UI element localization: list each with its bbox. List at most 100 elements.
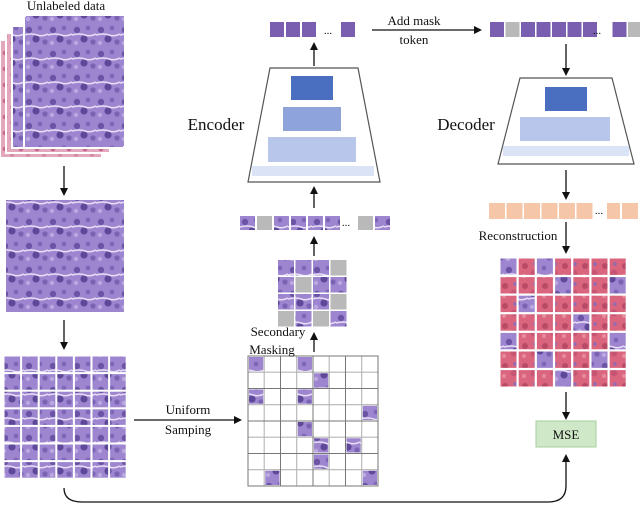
add-mask-label-1: Add mask xyxy=(387,13,441,28)
image-patch xyxy=(3,390,22,409)
sampled-grid-cell xyxy=(247,420,265,438)
image-patch xyxy=(91,408,110,426)
sampled-grid-cell xyxy=(345,355,363,373)
reconstructed-patch xyxy=(535,369,554,388)
image-patch xyxy=(38,425,57,444)
sampled-grid-cell xyxy=(328,388,346,406)
sampled-grid-cell xyxy=(328,420,346,438)
reconstructed-patch xyxy=(535,331,554,351)
masked-patch xyxy=(295,277,312,293)
visible-token xyxy=(291,216,306,230)
add-mask-label-2: token xyxy=(400,32,429,47)
mse-label: MSE xyxy=(553,427,580,442)
image-patch xyxy=(38,355,57,374)
output-token xyxy=(541,203,558,219)
sampled-grid-block xyxy=(345,453,379,487)
masked-patch xyxy=(313,311,329,327)
sampled-grid-cell xyxy=(280,355,298,373)
image-patch xyxy=(73,425,92,444)
sampled-grid-cell xyxy=(247,469,265,487)
visible-patch xyxy=(295,260,312,276)
reconstructed-patch xyxy=(499,350,518,369)
sampled-grid-cell xyxy=(328,371,346,389)
image-patch xyxy=(3,425,22,444)
sampled-patch xyxy=(297,357,312,372)
sampled-grid-cell xyxy=(345,453,363,471)
masked-patch xyxy=(330,294,347,310)
reconstructed-patch xyxy=(572,257,591,276)
secondary-masking-label-2: Masking xyxy=(249,342,295,357)
image-patch xyxy=(56,443,74,462)
sampled-grid-cell xyxy=(263,420,281,438)
sampled-grid-cell xyxy=(328,436,346,454)
output-token xyxy=(489,203,505,219)
reconstruction-grid xyxy=(499,257,627,388)
secondary-masking-label-1: Secondary xyxy=(251,324,306,339)
reconstructed-patch xyxy=(554,331,573,351)
sampled-grid-cell xyxy=(263,404,281,422)
secondary-masked-grid xyxy=(278,260,347,327)
reconstructed-patch xyxy=(608,369,627,388)
reconstructed-patch xyxy=(517,276,536,295)
reconstructed-patch xyxy=(517,257,536,276)
reconstructed-patch xyxy=(572,350,591,369)
encoded-row-ellipsis: ... xyxy=(324,25,333,37)
sampled-grid-cell xyxy=(312,420,330,438)
sampled-grid-cell xyxy=(263,453,281,471)
reconstructed-patch xyxy=(499,276,518,295)
image-patch xyxy=(109,443,127,462)
output-token xyxy=(524,203,540,219)
sampled-grid-cell xyxy=(361,371,379,389)
visible-patch xyxy=(278,277,294,293)
encoded-token xyxy=(490,22,504,37)
sampled-grid-cell xyxy=(345,404,363,422)
image-patch xyxy=(56,461,74,479)
encoded-token xyxy=(302,22,316,37)
image-patch xyxy=(109,425,127,444)
sampled-grid-cell xyxy=(345,420,363,438)
reconstructed-patch xyxy=(517,313,536,332)
sampled-grid-cell xyxy=(263,436,281,454)
visible-patch xyxy=(295,294,312,310)
sampled-grid-cell xyxy=(361,420,379,438)
sampled-grid-cell xyxy=(312,388,330,406)
reconstructed-patch xyxy=(572,313,591,332)
encoded-token xyxy=(270,22,284,37)
visible-token xyxy=(325,216,340,230)
visible-token xyxy=(308,216,323,230)
sampled-grid-cell xyxy=(280,404,298,422)
sampled-grid-cell xyxy=(247,436,265,454)
image-patch xyxy=(56,355,74,374)
encoded-token xyxy=(552,22,566,37)
image-patch xyxy=(73,408,92,426)
sampled-grid-cell xyxy=(296,436,314,454)
masked-patch xyxy=(278,311,294,327)
uniform-sampling-label-2: Samping xyxy=(165,422,212,437)
reconstructed-patch xyxy=(590,313,609,332)
decoder-block xyxy=(497,77,635,165)
reconstructed-patch xyxy=(608,257,627,276)
image-patch xyxy=(21,390,39,409)
sampled-grid-cell xyxy=(247,371,265,389)
image-patch xyxy=(3,461,22,479)
reconstructed-patch xyxy=(572,294,591,314)
sampled-patch-grid xyxy=(247,355,379,487)
reconstructed-patch xyxy=(572,276,591,295)
image-patch xyxy=(109,373,127,391)
reconstructed-patch xyxy=(608,331,627,351)
sampled-grid-cell xyxy=(263,388,281,406)
sampled-grid-cell xyxy=(361,436,379,454)
full-token-row xyxy=(490,22,640,37)
visible-token xyxy=(240,216,255,230)
image-patch xyxy=(109,390,127,409)
reconstructed-patch xyxy=(499,331,518,351)
image-patch xyxy=(21,461,39,479)
image-patch xyxy=(56,373,74,391)
output-token xyxy=(506,203,523,219)
visible-patch xyxy=(278,260,294,276)
image-patch xyxy=(21,373,39,391)
output-token xyxy=(622,203,638,219)
token-row-ellipsis: ... xyxy=(342,217,351,229)
image-patch xyxy=(73,461,92,479)
